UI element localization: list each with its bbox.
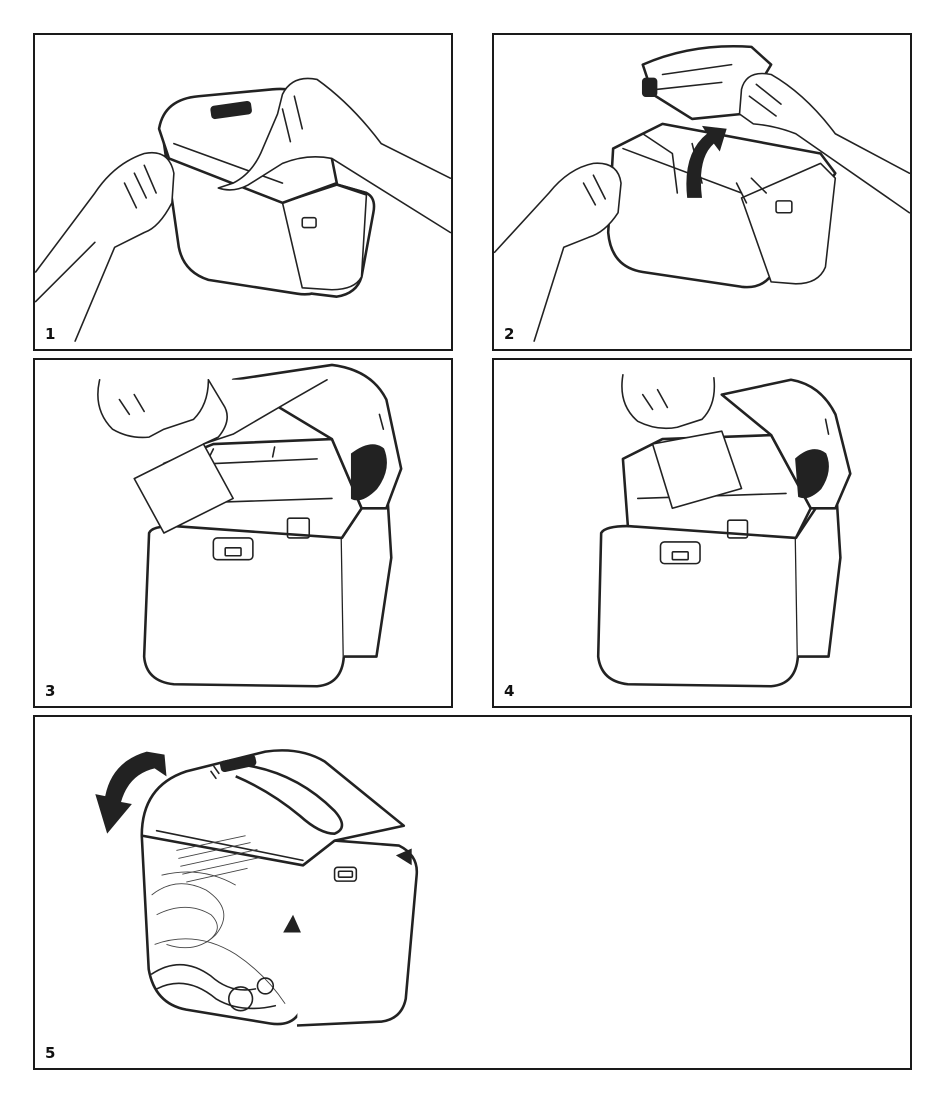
printer-closed-illustration [35, 77, 451, 342]
step-panel-1: 1 [33, 33, 453, 351]
printer-insert-cartridge-illustration [97, 363, 403, 688]
step-number: 4 [504, 682, 515, 700]
printer-seat-cartridge-illustration [596, 374, 852, 688]
printer-open-lid-illustration [494, 44, 910, 342]
step-panel-5: 5 [33, 715, 912, 1070]
step-number: 1 [45, 325, 56, 343]
step-number: 2 [504, 325, 515, 343]
step-number: 5 [45, 1044, 56, 1062]
printer-closed-decorated-illustration [95, 749, 419, 1027]
step-panel-4: 4 [492, 358, 912, 708]
step-number: 3 [45, 682, 56, 700]
step-panel-2: 2 [492, 33, 912, 351]
step-panel-3: 3 [33, 358, 453, 708]
